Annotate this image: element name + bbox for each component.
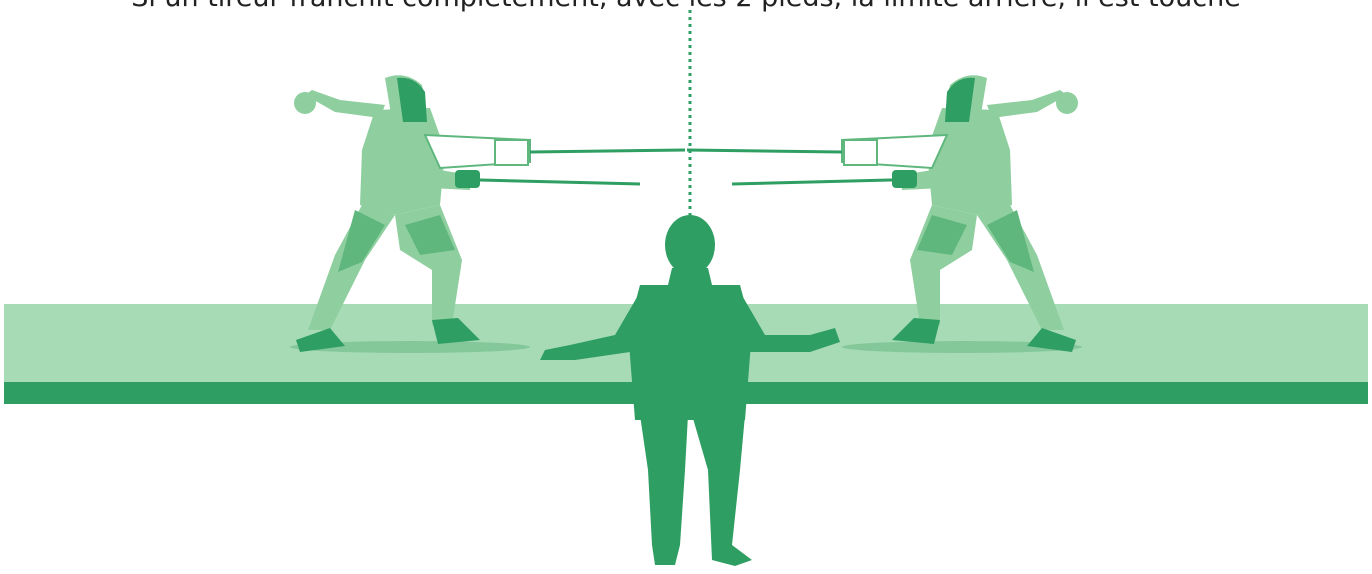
caption-text: Si un tireur franchit complètement, avec… (0, 0, 1372, 16)
